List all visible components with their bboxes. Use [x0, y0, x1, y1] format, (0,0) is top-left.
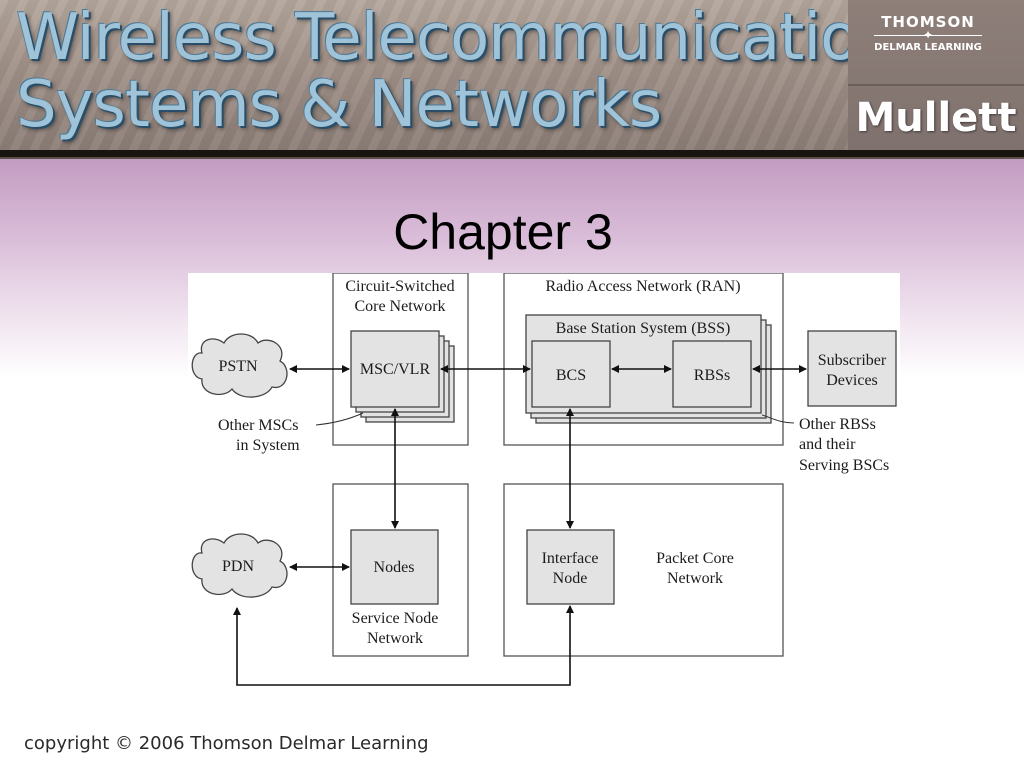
banner-divider	[0, 150, 1024, 157]
other-rbss-label-line1: Other RBSs	[799, 416, 876, 433]
pstn-label: PSTN	[218, 358, 258, 375]
slide-title: Chapter 3	[393, 204, 613, 260]
cs-core-label-line2: Core Network	[354, 298, 445, 315]
interface-node-label-line1: Interface	[542, 550, 599, 567]
ran-label: Radio Access Network (RAN)	[545, 278, 740, 295]
publisher-logo-rule	[874, 35, 982, 36]
subscriber-devices-node	[807, 330, 897, 407]
pdn-interface-link	[233, 605, 574, 686]
bcs-label: BCS	[556, 367, 586, 384]
pdn-cloud-icon	[191, 533, 288, 598]
book-title-line2: Systems & Networks	[16, 68, 662, 142]
pstn-cloud-icon	[191, 333, 288, 398]
bss-label: Base Station System (BSS)	[556, 320, 731, 337]
service-node-label-line1: Service Node	[352, 610, 439, 627]
rbss-node	[672, 340, 752, 408]
packet-core-label-line1: Packet Core	[656, 550, 734, 567]
banner-divider-shadow	[0, 157, 1024, 159]
other-mscs-label-line1: Other MSCs	[218, 417, 298, 434]
banner-texture	[0, 0, 850, 150]
cs-core-label-line1: Circuit-Switched	[345, 278, 454, 295]
bcs-node	[531, 340, 611, 408]
rbss-label: RBSs	[694, 367, 730, 384]
header-banner: Wireless Telecommunications Systems & Ne…	[0, 0, 1024, 150]
copyright-notice: copyright © 2006 Thomson Delmar Learning	[24, 733, 429, 754]
badge-divider	[848, 84, 1024, 86]
nodes-label: Nodes	[374, 559, 415, 576]
subscriber-label-line1: Subscriber	[818, 352, 887, 369]
packet-core-label-line2: Network	[667, 570, 723, 587]
publisher-badge	[848, 0, 1024, 150]
other-rbss-label-line3: Serving BSCs	[799, 457, 889, 474]
author-name: Mullett	[855, 95, 1017, 141]
msc-vlr-label: MSC/VLR	[360, 361, 431, 378]
subscriber-label-line2: Devices	[826, 372, 878, 389]
interface-node-label-line2: Node	[553, 570, 588, 587]
other-rbss-leader-line	[761, 414, 795, 424]
interface-node	[526, 529, 615, 605]
msc-vlr-node	[350, 330, 440, 408]
publisher-logo-subname: DELMAR LEARNING	[874, 42, 982, 53]
other-mscs-label-line2: in System	[236, 437, 300, 454]
star-icon: ✦	[922, 28, 934, 42]
pdn-label: PDN	[222, 558, 254, 575]
network-architecture-diagram: Circuit-Switched Core Network MSC/VLR Ra…	[188, 273, 900, 703]
other-rbss-label-line2: and their	[799, 436, 856, 453]
publisher-logo-name: THOMSON	[881, 13, 975, 31]
other-mscs-leader-line	[315, 412, 364, 426]
service-node-label-line2: Network	[367, 630, 423, 647]
nodes-node	[350, 529, 439, 605]
book-title-line1: Wireless Telecommunications	[16, 1, 931, 75]
diagram-canvas: Circuit-Switched Core Network MSC/VLR Ra…	[191, 273, 897, 686]
